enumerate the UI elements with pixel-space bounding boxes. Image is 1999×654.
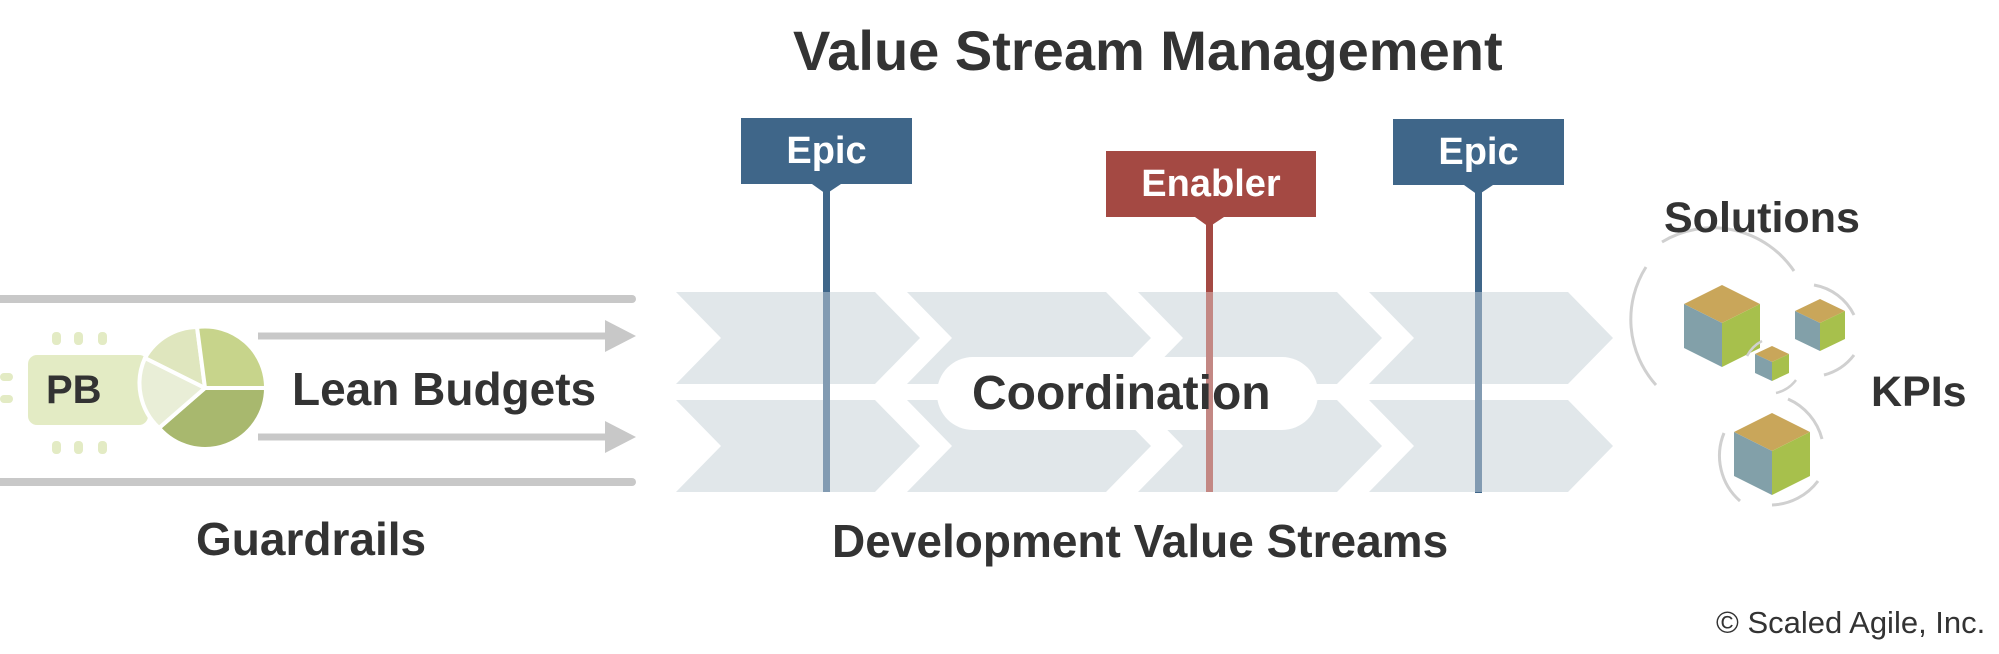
enabler-flag: Enabler bbox=[1141, 162, 1281, 205]
epic-pole-left bbox=[823, 185, 830, 492]
pie-slice bbox=[137, 356, 207, 430]
pie-slice bbox=[143, 325, 207, 390]
coordination-label: Coordination bbox=[972, 367, 1271, 420]
budget-flow-arrows bbox=[258, 320, 636, 453]
diagram-title: Value Stream Management bbox=[793, 19, 1503, 82]
epic-flag-right: Epic bbox=[1438, 130, 1519, 173]
copyright-notice: © Scaled Agile, Inc. bbox=[1716, 605, 1986, 640]
epic-flag-left: Epic bbox=[786, 129, 867, 172]
stream-chevron bbox=[676, 292, 920, 384]
pie-slice bbox=[195, 324, 269, 390]
guardrails-label: Guardrails bbox=[196, 513, 427, 565]
pb-label: PB bbox=[46, 368, 102, 412]
cube-icon bbox=[1795, 283, 1856, 377]
lean-budgets-label: Lean Budgets bbox=[292, 363, 597, 415]
budget-pie-chart bbox=[137, 324, 269, 451]
kpis-label: KPIs bbox=[1871, 368, 1967, 416]
epic-pole-right bbox=[1475, 186, 1482, 493]
solution-cubes bbox=[1629, 226, 1856, 507]
guardrails bbox=[0, 295, 636, 486]
development-value-streams-label: Development Value Streams bbox=[832, 515, 1449, 567]
pie-slice bbox=[157, 386, 268, 451]
cube-icon bbox=[1718, 397, 1824, 507]
pb-chip bbox=[0, 332, 148, 454]
stream-chevron bbox=[1369, 400, 1613, 492]
cube-icon bbox=[1629, 226, 1796, 387]
cube-icon bbox=[1745, 339, 1797, 395]
stream-chevron bbox=[676, 400, 920, 492]
stream-chevron bbox=[1369, 292, 1613, 384]
flag-banners bbox=[741, 118, 1564, 227]
enabler-pole bbox=[1206, 218, 1213, 492]
solutions-label: Solutions bbox=[1664, 194, 1860, 242]
flag-poles bbox=[823, 185, 1482, 493]
coordination-pill bbox=[937, 357, 1318, 430]
